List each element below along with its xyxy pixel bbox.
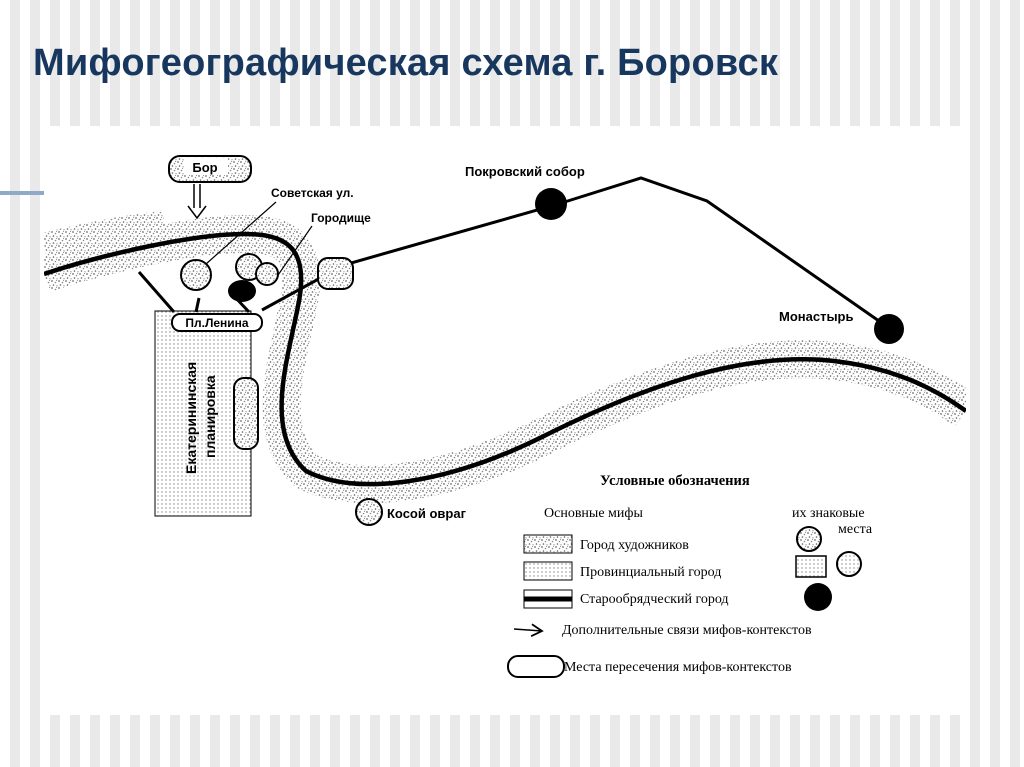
pl-lenina-label: Пл.Ленина xyxy=(185,316,249,330)
old-believer-river-line xyxy=(44,231,966,487)
ekaterininskaya-label-1: Екатерининская xyxy=(183,362,199,474)
legend-item-provincial: Провинциальный город xyxy=(580,565,721,580)
legend-item-oldbeliever: Старообрядческий город xyxy=(580,592,729,607)
legend-col-myths: Основные мифы xyxy=(544,506,643,521)
ekaterininskaya-label-2: планировка xyxy=(202,375,218,458)
gorodishche-circle-2 xyxy=(255,262,279,286)
pokrovsky-label: Покровский собор xyxy=(465,164,585,179)
legend-col-places-1: их знаковые xyxy=(792,506,865,521)
gorodishche-pointer xyxy=(275,225,313,279)
legend-provincial-place-icon xyxy=(795,555,827,578)
legend-swatch-artists xyxy=(523,534,573,554)
sovetskaya-circle xyxy=(180,259,212,291)
kosoy-ovrag-marker xyxy=(355,498,383,526)
bor-arrow xyxy=(187,184,207,220)
monastyr-marker xyxy=(874,314,904,344)
legend-item-artists: Город художников xyxy=(580,538,689,553)
pokrovsky-marker xyxy=(535,188,567,220)
diagram-panel: Екатерининская планировка Пл.Ленина Бор … xyxy=(44,126,966,715)
legend-col-places-2: места xyxy=(838,522,873,537)
sovetskaya-pointer xyxy=(205,201,277,265)
legend-title: Условные обозначения xyxy=(600,473,750,489)
gorodishche-label: Городище xyxy=(311,211,371,225)
sovetskaya-label: Советская ул. xyxy=(271,186,354,200)
legend-item-intersections: Места пересечения мифов-контекстов xyxy=(564,660,792,675)
intersection-marker-block xyxy=(233,377,259,450)
bor-sign-label-bg xyxy=(184,158,228,175)
legend-swatch-provincial xyxy=(523,561,573,581)
kosoy-ovrag-label: Косой овраг xyxy=(387,506,467,521)
legend-intersection-icon xyxy=(507,655,565,678)
diagram-svg: Екатерининская планировка Пл.Ленина Бор … xyxy=(44,155,966,678)
legend-oldbeliever-place-icon xyxy=(804,583,832,611)
monastyr-label: Монастырь xyxy=(779,309,853,324)
pl-lenina-box xyxy=(171,313,263,332)
legend-artists-place-icon xyxy=(796,526,822,552)
legend-item-links: Дополнительные связи мифов-контекстов xyxy=(562,623,812,638)
bor-label: Бор xyxy=(192,160,217,175)
intersection-marker-bank xyxy=(317,257,354,290)
legend: Условные обозначения Основные мифы их зн… xyxy=(507,473,873,678)
legend-provincial-place-circle xyxy=(836,551,862,577)
accent-bar xyxy=(0,191,44,195)
old-believer-route xyxy=(261,176,890,330)
legend-arrow-icon xyxy=(513,623,544,638)
slide-title: Мифогеографическая схема г. Боровск xyxy=(33,42,779,84)
gorodishche-black-marker xyxy=(228,280,256,302)
river-bank-left-edge xyxy=(44,211,166,255)
